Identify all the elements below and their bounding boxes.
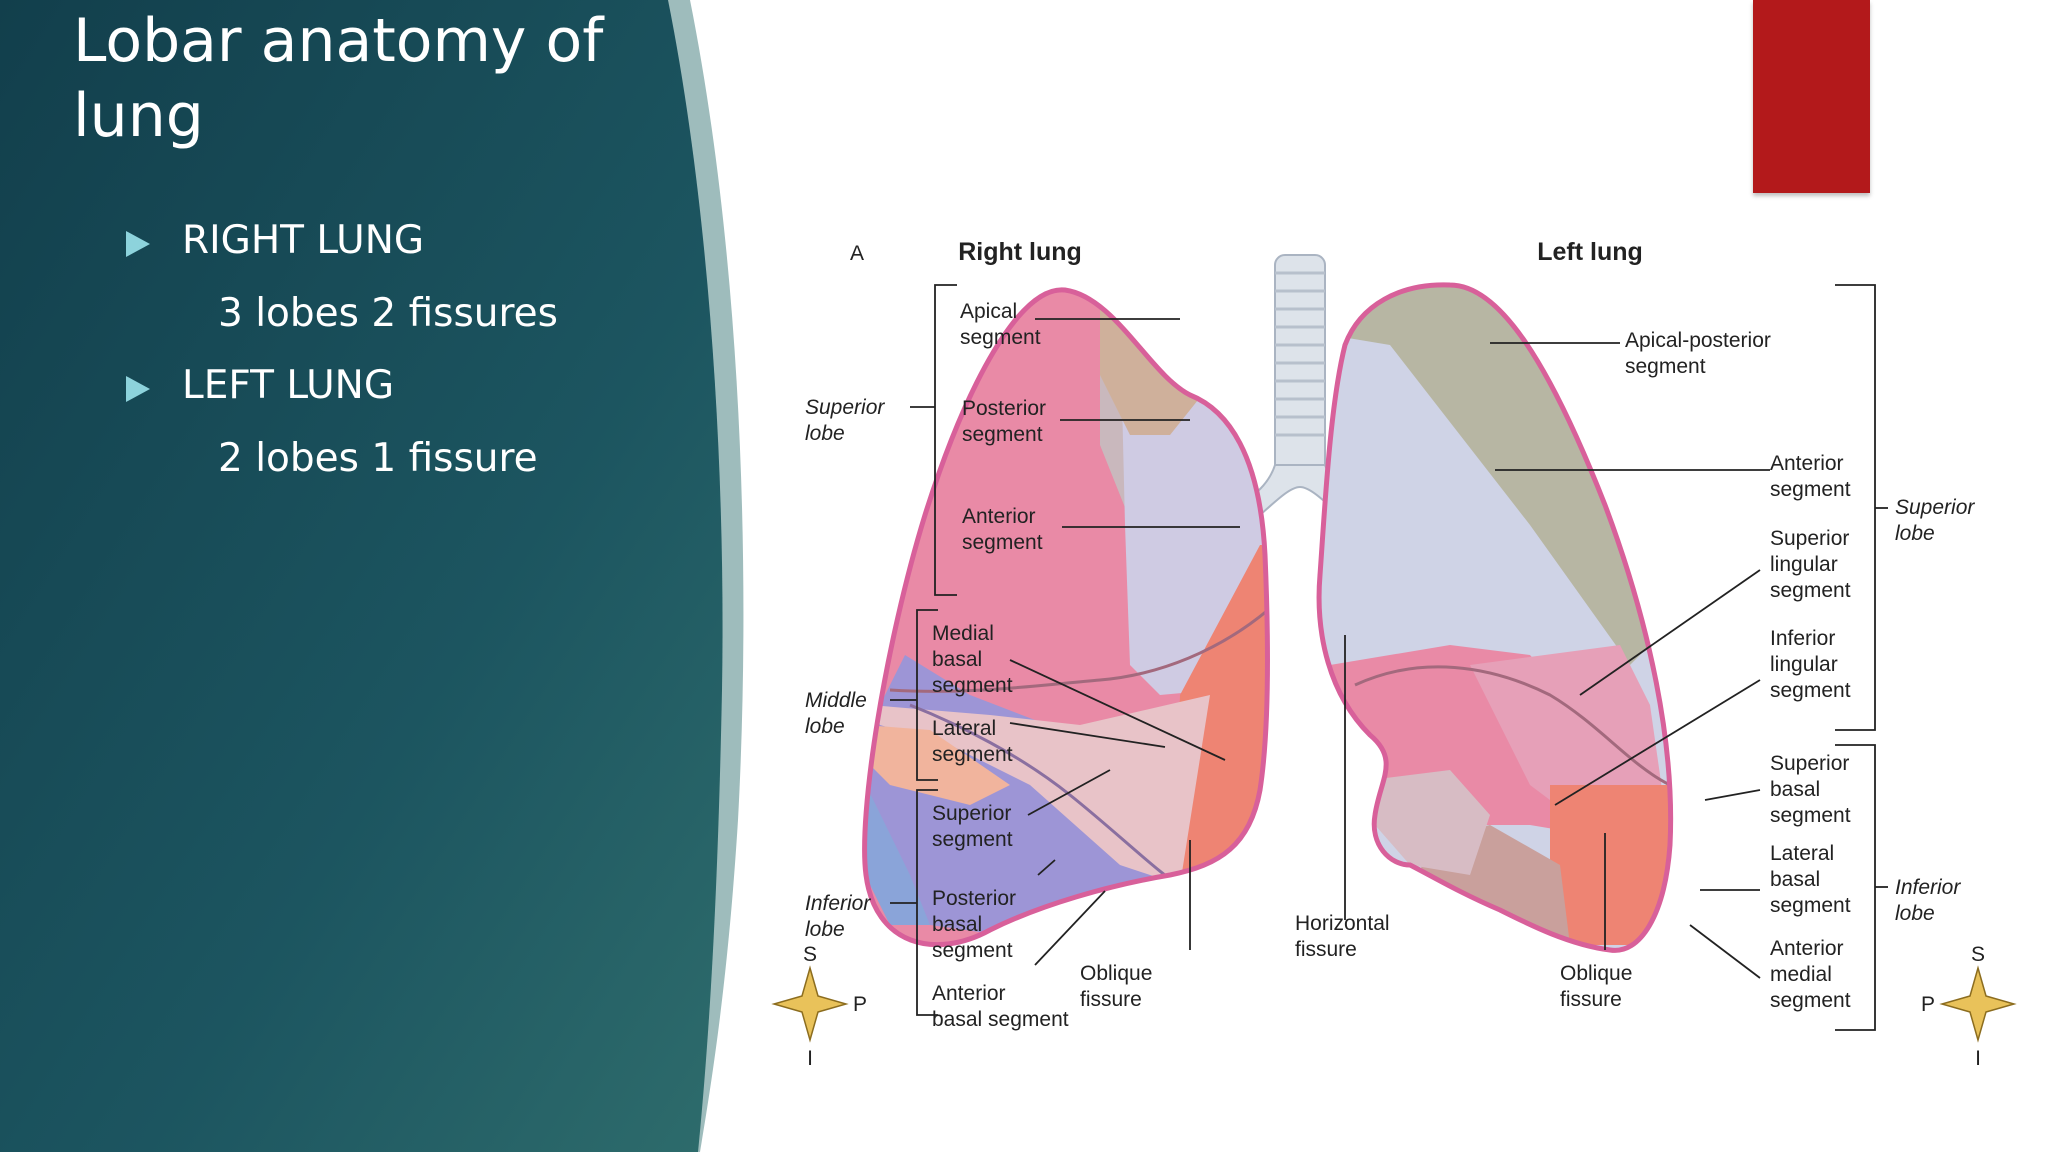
right-lung: [862, 287, 1270, 947]
compass-star-icon: [771, 965, 849, 1043]
left-lung-title: Left lung: [1537, 238, 1643, 266]
compass-left-i: I: [807, 1047, 813, 1070]
right-leader-lines: [1009, 318, 1346, 966]
compass-right-i: I: [1975, 1047, 1981, 1070]
bullet-label: RIGHT LUNG: [182, 218, 425, 263]
bullet-sub-left-lung: 2 lobes 1 fissure: [218, 436, 538, 481]
accent-stripe: [665, 0, 744, 1152]
compass-left-p: P: [853, 993, 867, 1016]
left-lobe-brackets: [1835, 284, 1888, 1031]
red-accent-block: [1753, 0, 1870, 193]
compass-right: S I P A: [1921, 943, 2017, 1070]
compass-right-s: S: [1971, 943, 1985, 966]
compass-right-p: P: [1921, 993, 1935, 1016]
triangle-bullet-icon: [126, 376, 150, 402]
page-title: Lobar anatomy of lung: [73, 6, 604, 151]
compass-star-icon: [1939, 965, 2017, 1043]
teal-panel: [0, 0, 723, 1152]
compass-left-s: S: [803, 943, 817, 966]
compass-left: S I A P: [771, 943, 867, 1070]
bullet-label: LEFT LUNG: [182, 363, 395, 408]
triangle-bullet-icon: [126, 231, 150, 257]
right-lobe-brackets: [890, 284, 957, 1016]
panel-letter: A: [850, 242, 864, 265]
bullet-sub-right-lung: 3 lobes 2 fissures: [218, 291, 558, 336]
right-lung-title: Right lung: [958, 238, 1082, 266]
left-leader-lines: [1490, 342, 1770, 979]
